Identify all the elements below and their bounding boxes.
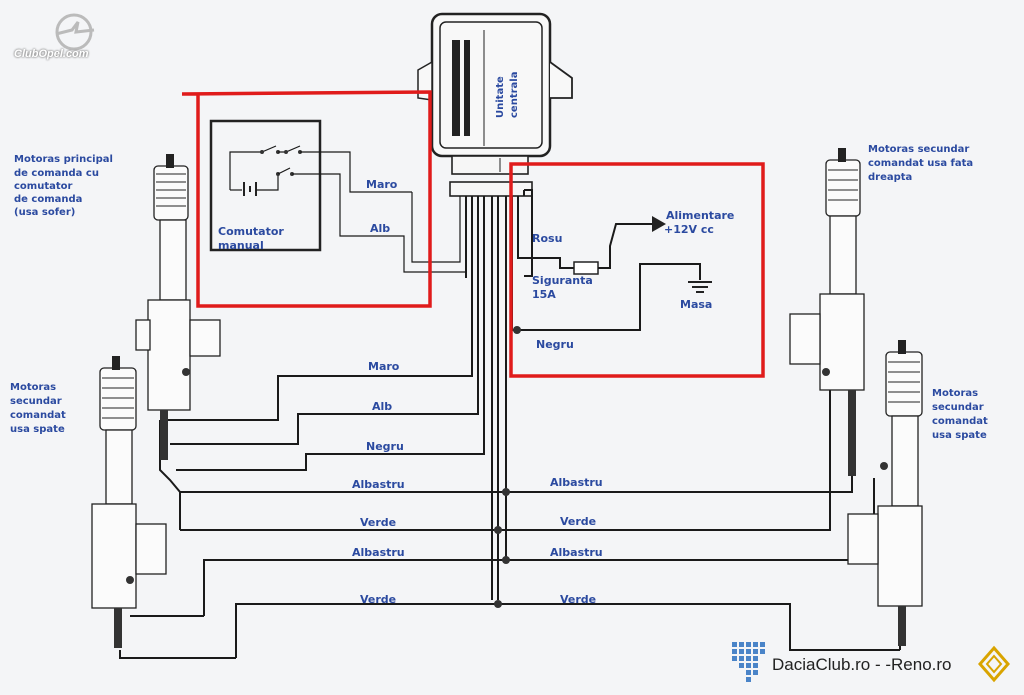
label-line: dreapta [868,172,912,183]
manual-switch: Comutator manual Maro Alb [209,119,466,273]
wire-albastru-2-right-label: Albastru [550,546,603,559]
rosu-label: Rosu [532,232,562,245]
main-wiring: Maro Alb Negru Albastru Albastru Verde V… [119,345,901,659]
actuator-right-rear [847,340,923,646]
label-line: Motoras [932,388,978,399]
actuator-left-rear [91,356,167,648]
wire-verde-1-left-label: Verde [360,516,396,529]
switch-label-1: Comutator [218,225,284,238]
clubopel-watermark: ClubOpel.com [14,8,124,73]
highlight-switch-box [181,90,432,308]
label-line: usa spate [10,424,65,435]
central-unit-label-1: Unitate [495,76,506,118]
renault-logo-icon [978,645,1010,683]
actuator-right-front [789,148,865,476]
label-line: (usa sofer) [14,207,75,218]
label-line: Motoras secundar [868,144,969,155]
ground-label: Masa [680,298,712,311]
wire-negru-label: Negru [366,440,404,453]
label-line: comandat [10,410,66,421]
power-section: Rosu Siguranta 15A Alimentare +12V cc Ma… [512,189,734,351]
supply-label-2: +12V cc [664,223,714,236]
switch-label-2: manual [218,239,264,252]
label-line: Motoras principal [14,154,113,165]
wire-alb-label: Alb [372,400,392,413]
clubopel-text: ClubOpel.com [14,48,89,60]
actuator-label-right-front: Motoras secundar comandat usa fata dreap… [868,144,973,183]
wire-albastru-1-left-label: Albastru [352,478,405,491]
label-line: comutator [14,181,73,192]
wire-albastru-1-right-label: Albastru [550,476,603,489]
switch-wire-maro-label: Maro [366,178,398,191]
highlight-power-box [509,162,765,378]
daciaclub-text: DaciaClub.ro - -Reno.ro [772,655,952,674]
label-line: comandat usa fata [868,158,973,169]
supply-label-1: Alimentare [666,209,734,222]
label-line: comandat [932,416,988,427]
wire-verde-1-right-label: Verde [560,515,596,528]
central-unit: Unitate centrala [417,12,573,197]
daciaclub-logo-icon [732,642,765,682]
label-line: Motoras [10,382,56,393]
wire-maro-label: Maro [368,360,400,373]
actuator-left-front [135,154,221,460]
highlight-boxes [181,90,765,378]
actuator-label-left-rear: Motoras secundar comandat usa spate [10,382,66,435]
fuse-icon [573,261,599,275]
actuator-label-right-rear: Motoras secundar comandat usa spate [932,388,988,441]
wire-verde-2-left-label: Verde [360,593,396,606]
actuator-label-left-front: Motoras principal de comanda cu comutato… [14,154,113,218]
label-line: usa spate [932,430,987,441]
label-line: secundar [10,396,62,407]
central-unit-label-2: centrala [509,72,520,118]
label-line: de comanda [14,194,82,205]
opel-logo-icon [55,13,95,51]
power-negru-label: Negru [536,338,574,351]
wire-verde-2-right-label: Verde [560,593,596,606]
fuse-label-1: Siguranta [532,274,593,287]
wire-bundle [465,190,525,600]
label-line: de comanda cu [14,168,99,179]
ground-icon [688,281,712,293]
supply-arrow-icon [652,216,666,232]
label-line: secundar [932,402,984,413]
wire-albastru-2-left-label: Albastru [352,546,405,559]
fuse-label-2: 15A [532,288,556,301]
switch-wire-alb-label: Alb [370,222,390,235]
